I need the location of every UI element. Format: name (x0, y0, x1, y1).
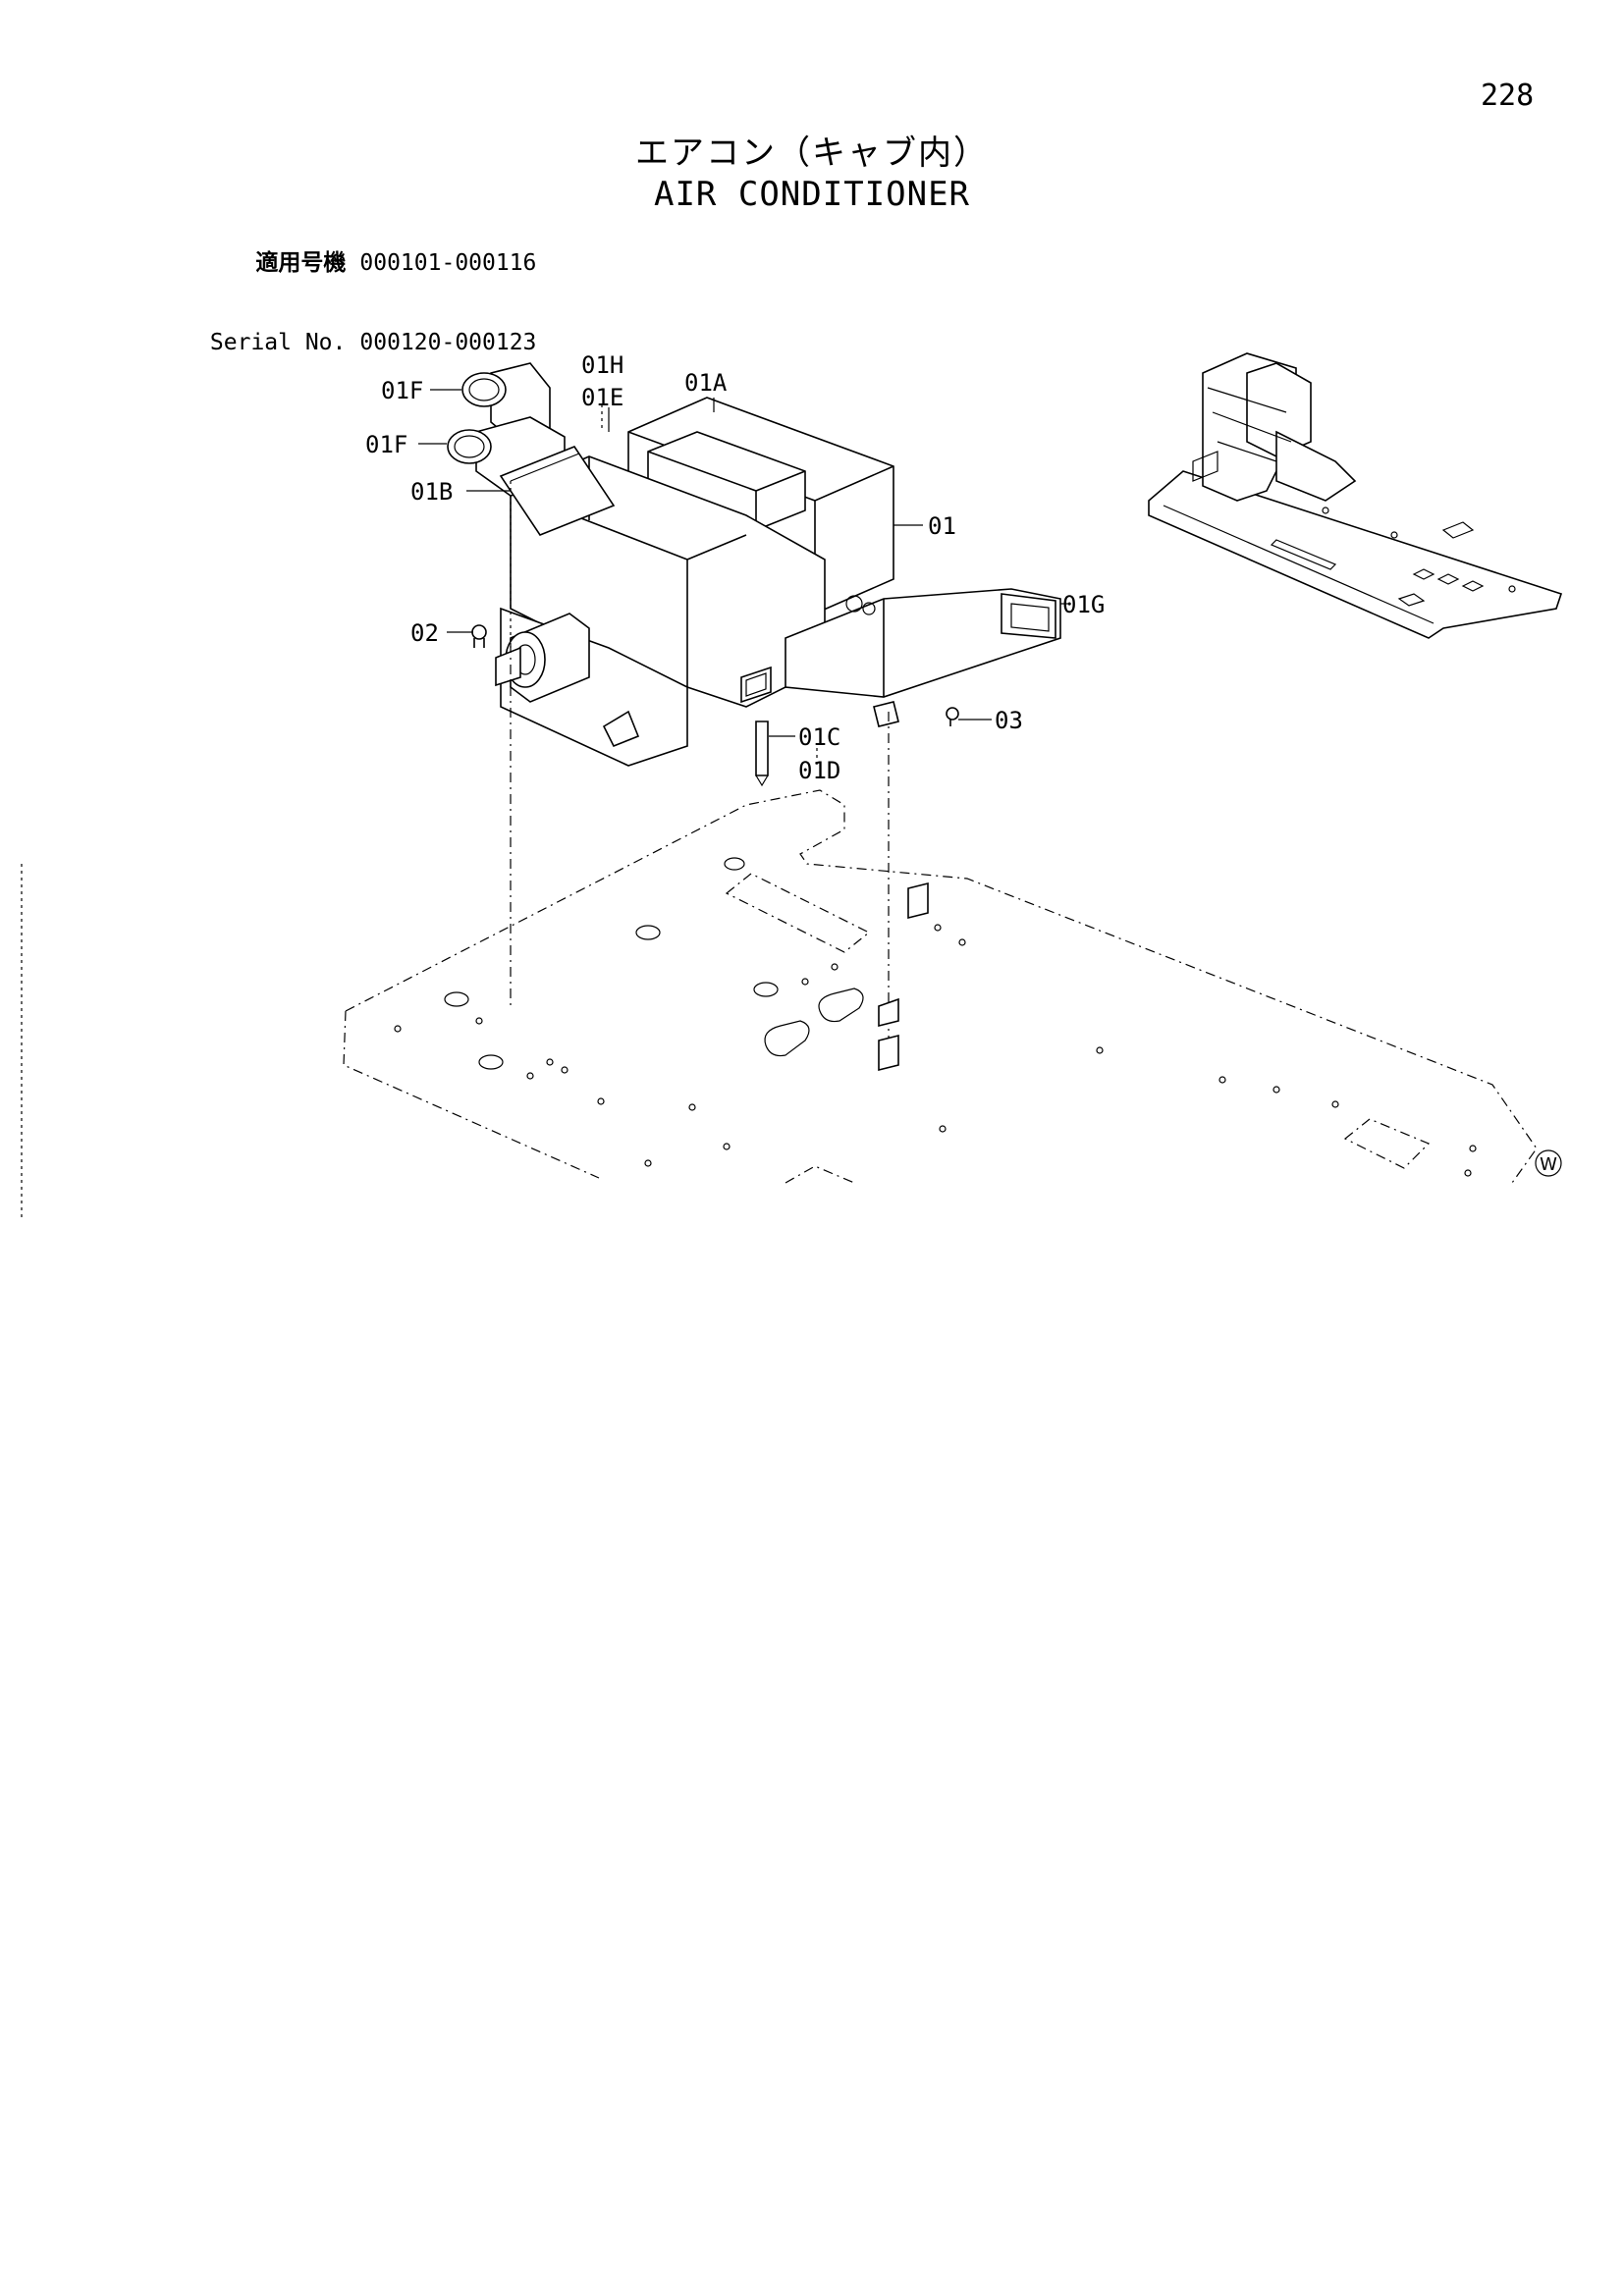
mounting-bracket (495, 646, 521, 687)
floor-opening (1343, 1118, 1431, 1169)
callout-01G: 01G (1062, 591, 1105, 618)
serial-block: 適用号機 000101-000116 Serial No. 000120-00012… (149, 224, 537, 383)
callout-01B: 01B (410, 478, 453, 506)
reference-thumbnail (1148, 352, 1563, 639)
floor-slot (818, 988, 864, 1023)
floor-hole (724, 857, 745, 871)
serial-row-japanese: 適用号機 000101-000116 (149, 224, 536, 303)
callout-01A: 01A (684, 369, 728, 397)
rubber-mount (907, 881, 929, 920)
serial-range-english: 000120-000123 (359, 330, 537, 355)
air-conditioner-unit (447, 362, 1061, 787)
callout-01E: 01E (581, 384, 623, 411)
callout-01C: 01C (798, 723, 840, 751)
drain-hose (755, 721, 769, 776)
callout-03: 03 (995, 707, 1023, 734)
callout-01H: 01H (581, 351, 623, 379)
floor-opening (725, 873, 871, 953)
floor-hole (753, 982, 779, 997)
rubber-mount (878, 1034, 899, 1072)
floor-hole (478, 1054, 504, 1070)
serial-label-english: Serial No. (209, 330, 347, 355)
control-window (740, 666, 772, 704)
callout-01: 01 (928, 512, 956, 540)
variant-marker: W (1535, 1149, 1562, 1177)
callout-01F-upper: 01F (381, 377, 423, 404)
filter-cover (499, 446, 616, 536)
page-title-english: AIR CONDITIONER (653, 175, 971, 214)
serial-range-japanese: 000101-000116 (359, 250, 537, 276)
floor-hole (635, 925, 661, 940)
rubber-mount (878, 997, 899, 1028)
side-outlet-duct (785, 588, 1061, 698)
serial-row-english: Serial No. 000120-000123 (149, 303, 537, 383)
page-title-japanese: エアコン（キャブ内） (635, 133, 989, 173)
variant-marker-letter: W (1540, 1154, 1557, 1175)
bolt-03 (946, 707, 959, 726)
callout-01D: 01D (798, 757, 840, 784)
callout-01F-lower: 01F (365, 431, 407, 458)
floor-hole (444, 991, 469, 1007)
bolt-02 (471, 624, 487, 648)
callout-02: 02 (410, 619, 439, 647)
page-number: 228 (1481, 79, 1535, 113)
floor-plate (343, 789, 1538, 1184)
serial-label-japanese: 適用号機 (255, 250, 347, 276)
mounting-bracket (602, 710, 640, 748)
mounting-bracket (873, 701, 899, 727)
floor-slot (764, 1020, 810, 1057)
leader-lines (418, 389, 1070, 768)
